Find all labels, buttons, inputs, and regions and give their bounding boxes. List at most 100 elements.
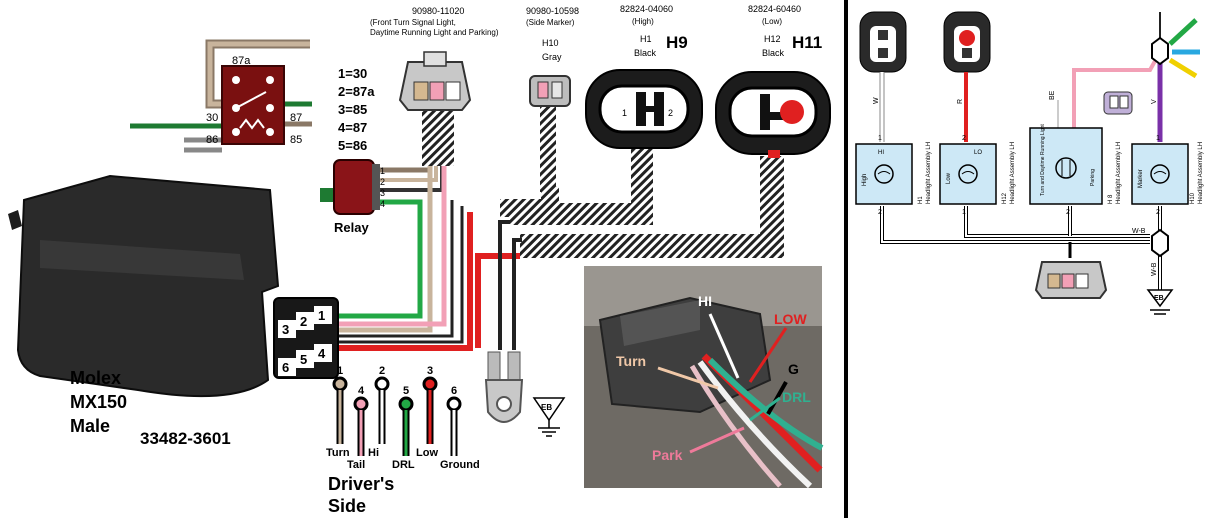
harness-wires [332, 104, 784, 423]
wire-code: W [873, 97, 880, 104]
connector-color: Gray [542, 52, 562, 62]
headlight-block-high: HI High H1 Headlight Assembly LH [855, 142, 932, 205]
schematic-pin-number: 1 [1156, 135, 1160, 142]
pin-map-line: 2=87a [338, 84, 375, 99]
connector-description: (Front Turn Signal Light, [370, 18, 456, 27]
relay-label: Relay [334, 220, 369, 235]
pinout-number: 3 [427, 365, 433, 377]
pin-map-line: 4=87 [338, 120, 367, 135]
relay-pin-30: 30 [206, 112, 218, 124]
schematic-ground-label: EB [1154, 295, 1164, 302]
headlight-block-low: LO Low H12 Headlight Assembly LH [939, 142, 1016, 205]
bulb-type: H11 [792, 33, 822, 52]
block-title: H12 [1002, 192, 1008, 204]
connector-part-number: 82824-04060 [620, 4, 673, 14]
block-description: Headlight Assembly LH [1198, 142, 1204, 204]
pinout-ring [374, 376, 390, 392]
side-marker-connector: 90980-10598 (Side Marker) H10 Gray [526, 6, 579, 107]
svg-text:2: 2 [668, 108, 673, 118]
wire-code: BE [1049, 90, 1056, 100]
pinout-number: 2 [379, 365, 385, 377]
connector-icon [943, 11, 991, 73]
ground-symbol: EB [532, 397, 566, 437]
pin-map-line: 3=85 [338, 102, 367, 117]
pinout-label: Turn [326, 447, 350, 459]
molex-pin: 3 [282, 322, 289, 337]
relay-pin-87a: 87a [232, 55, 251, 67]
schematic-pin-number: 1 [962, 209, 966, 216]
connector-icon [1034, 261, 1108, 299]
headlight-block-turn-drl: Turn and Daytime Running Light Parking H… [1029, 124, 1122, 205]
block-title: H1 [918, 196, 924, 204]
relay-pin: 2 [380, 177, 385, 187]
drivers-side-label: Side [328, 496, 366, 516]
pin-map-line: 1=30 [338, 66, 367, 81]
block-description: Headlight Assembly LH [1116, 142, 1122, 204]
molex-title: MX150 [70, 392, 127, 412]
drivers-side-label: Driver's [328, 474, 394, 494]
svg-text:1: 1 [622, 108, 627, 118]
photo-label-hi: HI [698, 293, 712, 309]
photo-label-ground: G [788, 361, 799, 377]
wire-code: W-B [1132, 228, 1146, 235]
pinout-number: 6 [451, 385, 457, 397]
pin-map-line: 5=86 [338, 138, 367, 153]
pinout-label: Low [416, 447, 438, 459]
pinout-number: 1 [337, 365, 343, 377]
connector-description: (Side Marker) [526, 18, 575, 27]
block-inner-label: Low [946, 172, 952, 184]
molex-pin: 5 [300, 352, 307, 367]
molex-title: Male [70, 416, 110, 436]
connector-part-number: 90980-10598 [526, 6, 579, 16]
block-inner-label: Turn and Daytime Running Light [1040, 124, 1046, 196]
headlight-block-marker: Marker H10 Headlight Assembly LH [1131, 142, 1204, 205]
molex-pin: 4 [318, 346, 326, 361]
block-description: Headlight Assembly LH [1010, 142, 1016, 204]
connector-code: H1 [640, 34, 652, 44]
wire-code: W-B [1151, 262, 1158, 276]
molex-pin: 1 [318, 308, 325, 323]
connector-color: Black [634, 48, 657, 58]
connector-description: (High) [632, 17, 654, 26]
molex-title: Molex [70, 368, 121, 388]
photo-label-low: LOW [774, 311, 807, 327]
connector-icon [859, 11, 907, 73]
pinout-label: Hi [368, 447, 379, 459]
pinout-ring [446, 396, 462, 412]
connector-description: Daytime Running Light and Parking) [370, 28, 499, 37]
relay-pin-85: 85 [290, 134, 302, 146]
pinout-ring [422, 376, 438, 392]
molex-pin: 2 [300, 314, 307, 329]
relay-symbol: 87a 30 87 86 85 [130, 39, 312, 153]
relay-pin-86: 86 [206, 134, 218, 146]
photo-label-drl: DRL [782, 389, 811, 405]
lamp-label: LO [974, 150, 982, 156]
schematic-pin-number: 2 [878, 209, 882, 216]
wire-code: R [957, 99, 964, 104]
relay-pin: 4 [380, 199, 385, 209]
lamp-label: Parking [1090, 169, 1096, 186]
connector-description: (Low) [762, 17, 782, 26]
wire-code: V [1151, 99, 1158, 104]
molex-part-number: 33482-3601 [140, 429, 231, 448]
block-title: H 8 [1108, 194, 1114, 204]
high-beam-connector: 82824-04060 (High) H1 Black H9 1 2 [585, 4, 703, 149]
pinout-label: Tail [347, 459, 365, 471]
relay-pin: 3 [380, 188, 385, 198]
block-title: H10 [1190, 192, 1196, 204]
front-turn-connector: 90980-11020 (Front Turn Signal Light, Da… [370, 6, 499, 111]
connector-photo: HI LOW Turn G DRL Park [584, 266, 824, 489]
block-inner-label: High [862, 174, 868, 186]
connector-icon [1103, 91, 1133, 115]
pinout-ring [353, 396, 369, 412]
pinout-label: DRL [392, 459, 415, 471]
schematic-pin-number: 2 [962, 135, 966, 142]
block-description: Headlight Assembly LH [926, 142, 932, 204]
connector-code: H12 [764, 34, 781, 44]
pin-map: 1=30 2=87a 3=85 4=87 5=86 [338, 66, 375, 153]
relay-body [221, 65, 285, 145]
pinout-number: 5 [403, 385, 409, 397]
pinout-number: 4 [358, 385, 365, 397]
